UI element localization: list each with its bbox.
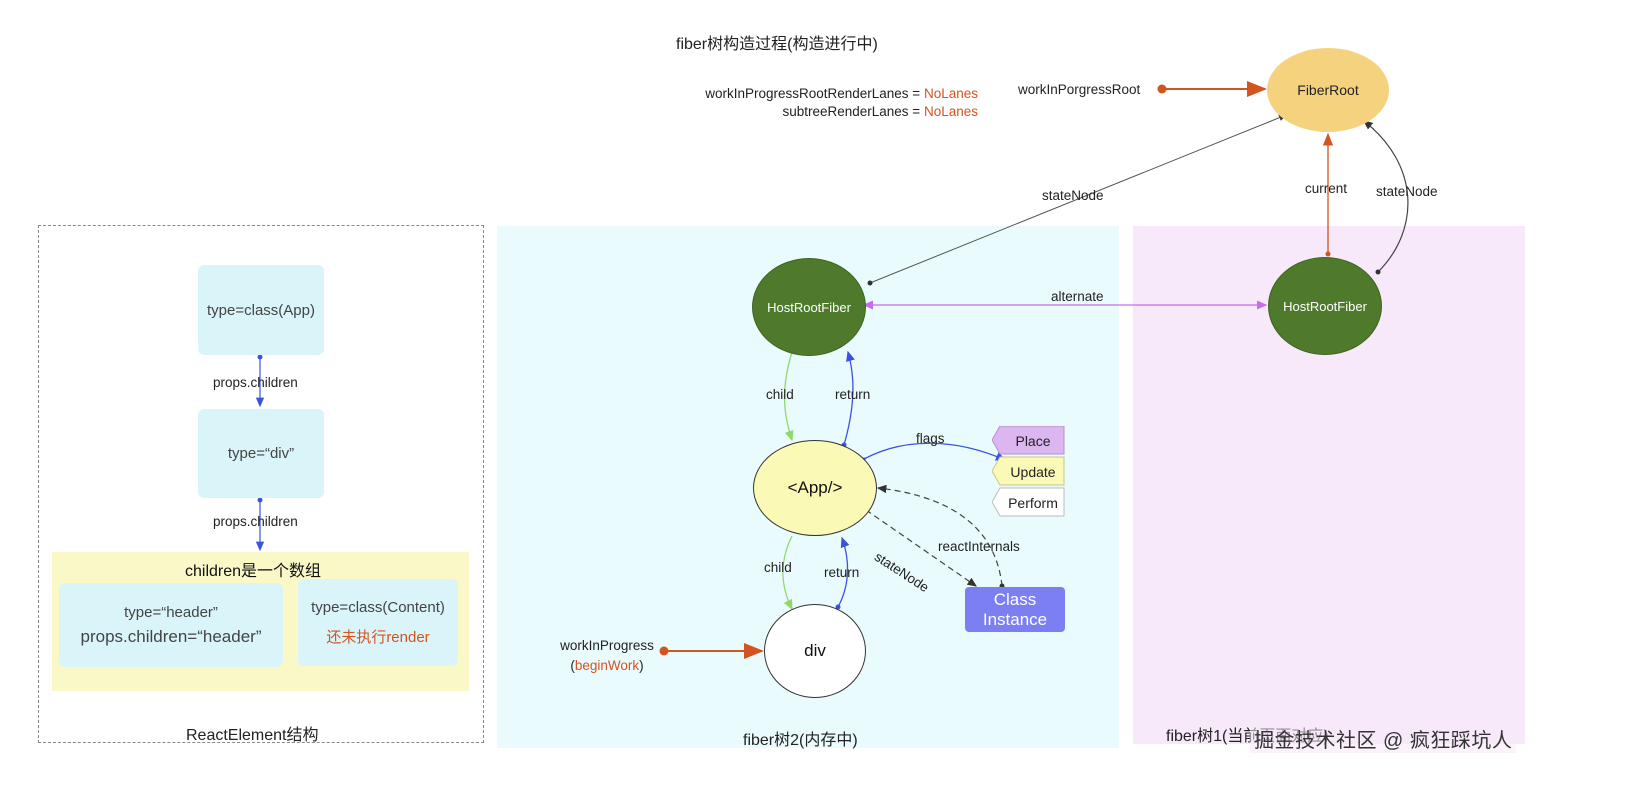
wip-root-pointer-dot xyxy=(1157,84,1167,94)
react-edge-1-label: props.children xyxy=(213,375,298,390)
app-node[interactable]: <App/> xyxy=(753,440,877,536)
react-internals-label: reactInternals xyxy=(938,539,1020,554)
react-edge-2-label: props.children xyxy=(213,514,298,529)
wip-pointer-dot xyxy=(659,646,669,656)
page-title: fiber树构造过程(构造进行中) xyxy=(676,36,878,53)
state-node-right-line xyxy=(1363,120,1409,273)
fiber-root-node[interactable]: FiberRoot xyxy=(1267,48,1389,132)
header-children-text: props.children=“header” xyxy=(80,626,262,646)
return-label-1: return xyxy=(835,387,871,402)
react-element-div-box: type=“div” xyxy=(198,409,324,498)
return-edge-2 xyxy=(837,536,850,608)
flag-perform: Perform xyxy=(1008,494,1058,511)
child-label-2: child xyxy=(764,560,792,575)
flag-place: Place xyxy=(1015,432,1051,449)
update-flag-shape xyxy=(992,456,1065,486)
state-node-app-edge xyxy=(865,509,977,587)
return-edge-1 xyxy=(843,350,855,446)
child-label-1: child xyxy=(766,387,794,402)
host-root-fiber-current-node[interactable]: HostRootFiber xyxy=(1268,257,1382,355)
host-root-fiber-wip-node[interactable]: HostRootFiber xyxy=(752,258,866,356)
watermark: 掘金技术社区 @ 疯狂踩坑人 xyxy=(1250,724,1517,753)
return-label-2: return xyxy=(824,565,860,580)
perform-flag-shape xyxy=(992,487,1065,517)
react-element-region xyxy=(38,225,484,743)
flag-update: Update xyxy=(1010,463,1056,480)
child-edge-2 xyxy=(782,535,793,611)
flags-tags xyxy=(992,426,1065,517)
lanes-line-2: subtreeRenderLanes = NoLanes xyxy=(782,104,978,119)
react-element-content-box: type=class(Content) 还未执行render xyxy=(298,579,458,666)
lanes-line-1-value: NoLanes xyxy=(923,86,978,101)
div-node[interactable]: div xyxy=(764,604,866,698)
current-label: current xyxy=(1305,181,1348,196)
lanes-line-1: workInProgressRootRenderLanes = NoLanes xyxy=(705,86,978,101)
place-flag-shape xyxy=(992,426,1065,455)
wip-root-label: workInPorgressRoot xyxy=(1018,82,1141,97)
state-node-top-label: stateNode xyxy=(1042,188,1104,203)
flags-edge xyxy=(855,442,1007,467)
flags-label: flags xyxy=(916,431,945,446)
wip-label-begin-work: beginWork xyxy=(574,658,640,673)
children-array-title: children是一个数组 xyxy=(185,563,322,580)
lanes-line-1-label: workInProgressRootRenderLanes = xyxy=(705,86,924,101)
react-element-region-label: ReactElement结构 xyxy=(186,727,319,744)
header-type-text: type=“header” xyxy=(124,603,218,621)
wip-label-line-1: workInProgress xyxy=(560,638,654,653)
fiber-tree-2-label: fiber树2(内存中) xyxy=(743,732,858,749)
content-render-status: 还未执行render xyxy=(326,628,430,646)
class-instance-line-1: Class xyxy=(993,589,1037,609)
alternate-label: alternate xyxy=(1051,289,1104,304)
wip-label: workInProgress (beginWork) xyxy=(555,636,659,676)
class-instance-line-2: Instance xyxy=(982,609,1048,629)
class-instance-node[interactable]: Class Instance xyxy=(965,587,1065,632)
react-element-app-box: type=class(App) xyxy=(198,265,324,355)
react-internals-edge xyxy=(876,484,1003,587)
wip-label-line-2: (beginWork) xyxy=(570,658,644,673)
react-element-header-box: type=“header” props.children=“header” xyxy=(59,583,283,667)
state-node-right-label: stateNode xyxy=(1376,184,1438,199)
state-node-top-line xyxy=(869,114,1287,284)
child-edge-1 xyxy=(783,351,794,442)
content-type-text: type=class(Content) xyxy=(311,598,445,616)
lanes-line-2-value: NoLanes xyxy=(923,104,978,119)
lanes-line-2-label: subtreeRenderLanes = xyxy=(782,104,924,119)
